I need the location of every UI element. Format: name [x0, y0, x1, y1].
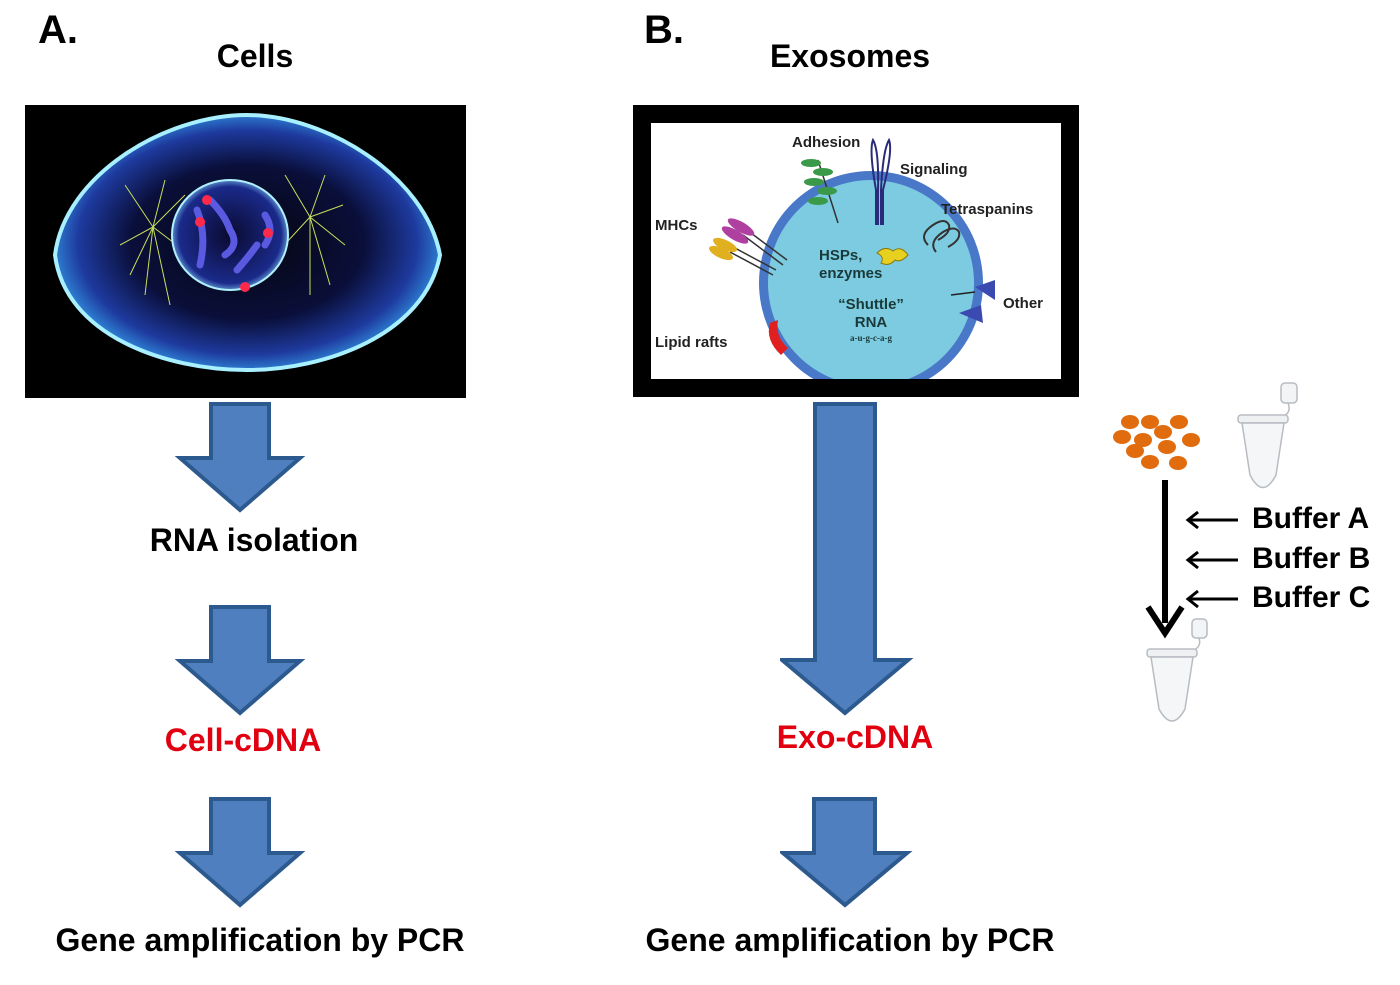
mhc-molecules	[709, 218, 788, 276]
signaling-receptor	[870, 137, 892, 225]
arrow-down-a2	[174, 605, 306, 716]
arrow-down-b1	[780, 402, 914, 716]
label-rna: RNA	[855, 314, 888, 331]
arrow-down-b2	[780, 797, 913, 908]
kinetochores	[195, 195, 273, 292]
flow-arrow-head	[1145, 605, 1185, 639]
buffer-a-label: Buffer A	[1252, 502, 1370, 535]
spindle-right	[274, 174, 346, 295]
hsp-protein-icon	[876, 247, 909, 265]
step-rna-isolation: RNA isolation	[149, 522, 359, 558]
step-gene-amplification-b: Gene amplification by PCR	[645, 922, 1055, 958]
panel-a-label: A.	[38, 8, 78, 52]
microtube-top-icon	[1237, 382, 1298, 489]
panel-b-title: Exosomes	[769, 38, 931, 74]
label-mhcs: MHCs	[655, 217, 698, 234]
exosome-diagram: Adhesion Signaling Tetraspanins MHCs HSP…	[633, 105, 1079, 397]
arrow-down-a3	[174, 797, 306, 908]
label-signaling: Signaling	[900, 161, 968, 178]
buffer-arrows	[1185, 510, 1238, 609]
label-tetraspanins: Tetraspanins	[941, 201, 1033, 218]
exosome-lumen	[768, 180, 974, 386]
step-gene-amplification-a: Gene amplification by PCR	[55, 922, 465, 958]
step-cell-cdna: Cell-cDNA	[164, 722, 322, 758]
lipid-raft	[768, 320, 788, 355]
adhesion-molecule	[801, 159, 839, 224]
buffer-b-label: Buffer B	[1252, 542, 1371, 575]
label-rna-sequence: a-u-g-c-a-g	[850, 333, 892, 343]
other-receptors	[950, 280, 995, 323]
microtube-bottom-icon	[1146, 618, 1208, 722]
label-hsps: HSPs,	[819, 247, 862, 264]
label-other: Other	[1003, 295, 1043, 312]
tetraspanins	[923, 220, 961, 253]
label-enzymes: enzymes	[819, 265, 882, 282]
buffer-c-label: Buffer C	[1252, 581, 1371, 614]
isolation-protocol-schematic	[1113, 382, 1298, 722]
panel-a-title: Cells	[216, 38, 294, 74]
exosome-pellet-icon	[1113, 415, 1200, 470]
panel-b-label: B.	[644, 8, 684, 52]
label-lipid-rafts: Lipid rafts	[655, 334, 728, 351]
cell-mitosis-image	[25, 105, 466, 398]
label-shuttle: “Shuttle”	[838, 296, 904, 313]
arrow-down-a1	[174, 402, 306, 513]
label-adhesion: Adhesion	[792, 134, 860, 151]
step-exo-cdna: Exo-cDNA	[776, 719, 934, 755]
